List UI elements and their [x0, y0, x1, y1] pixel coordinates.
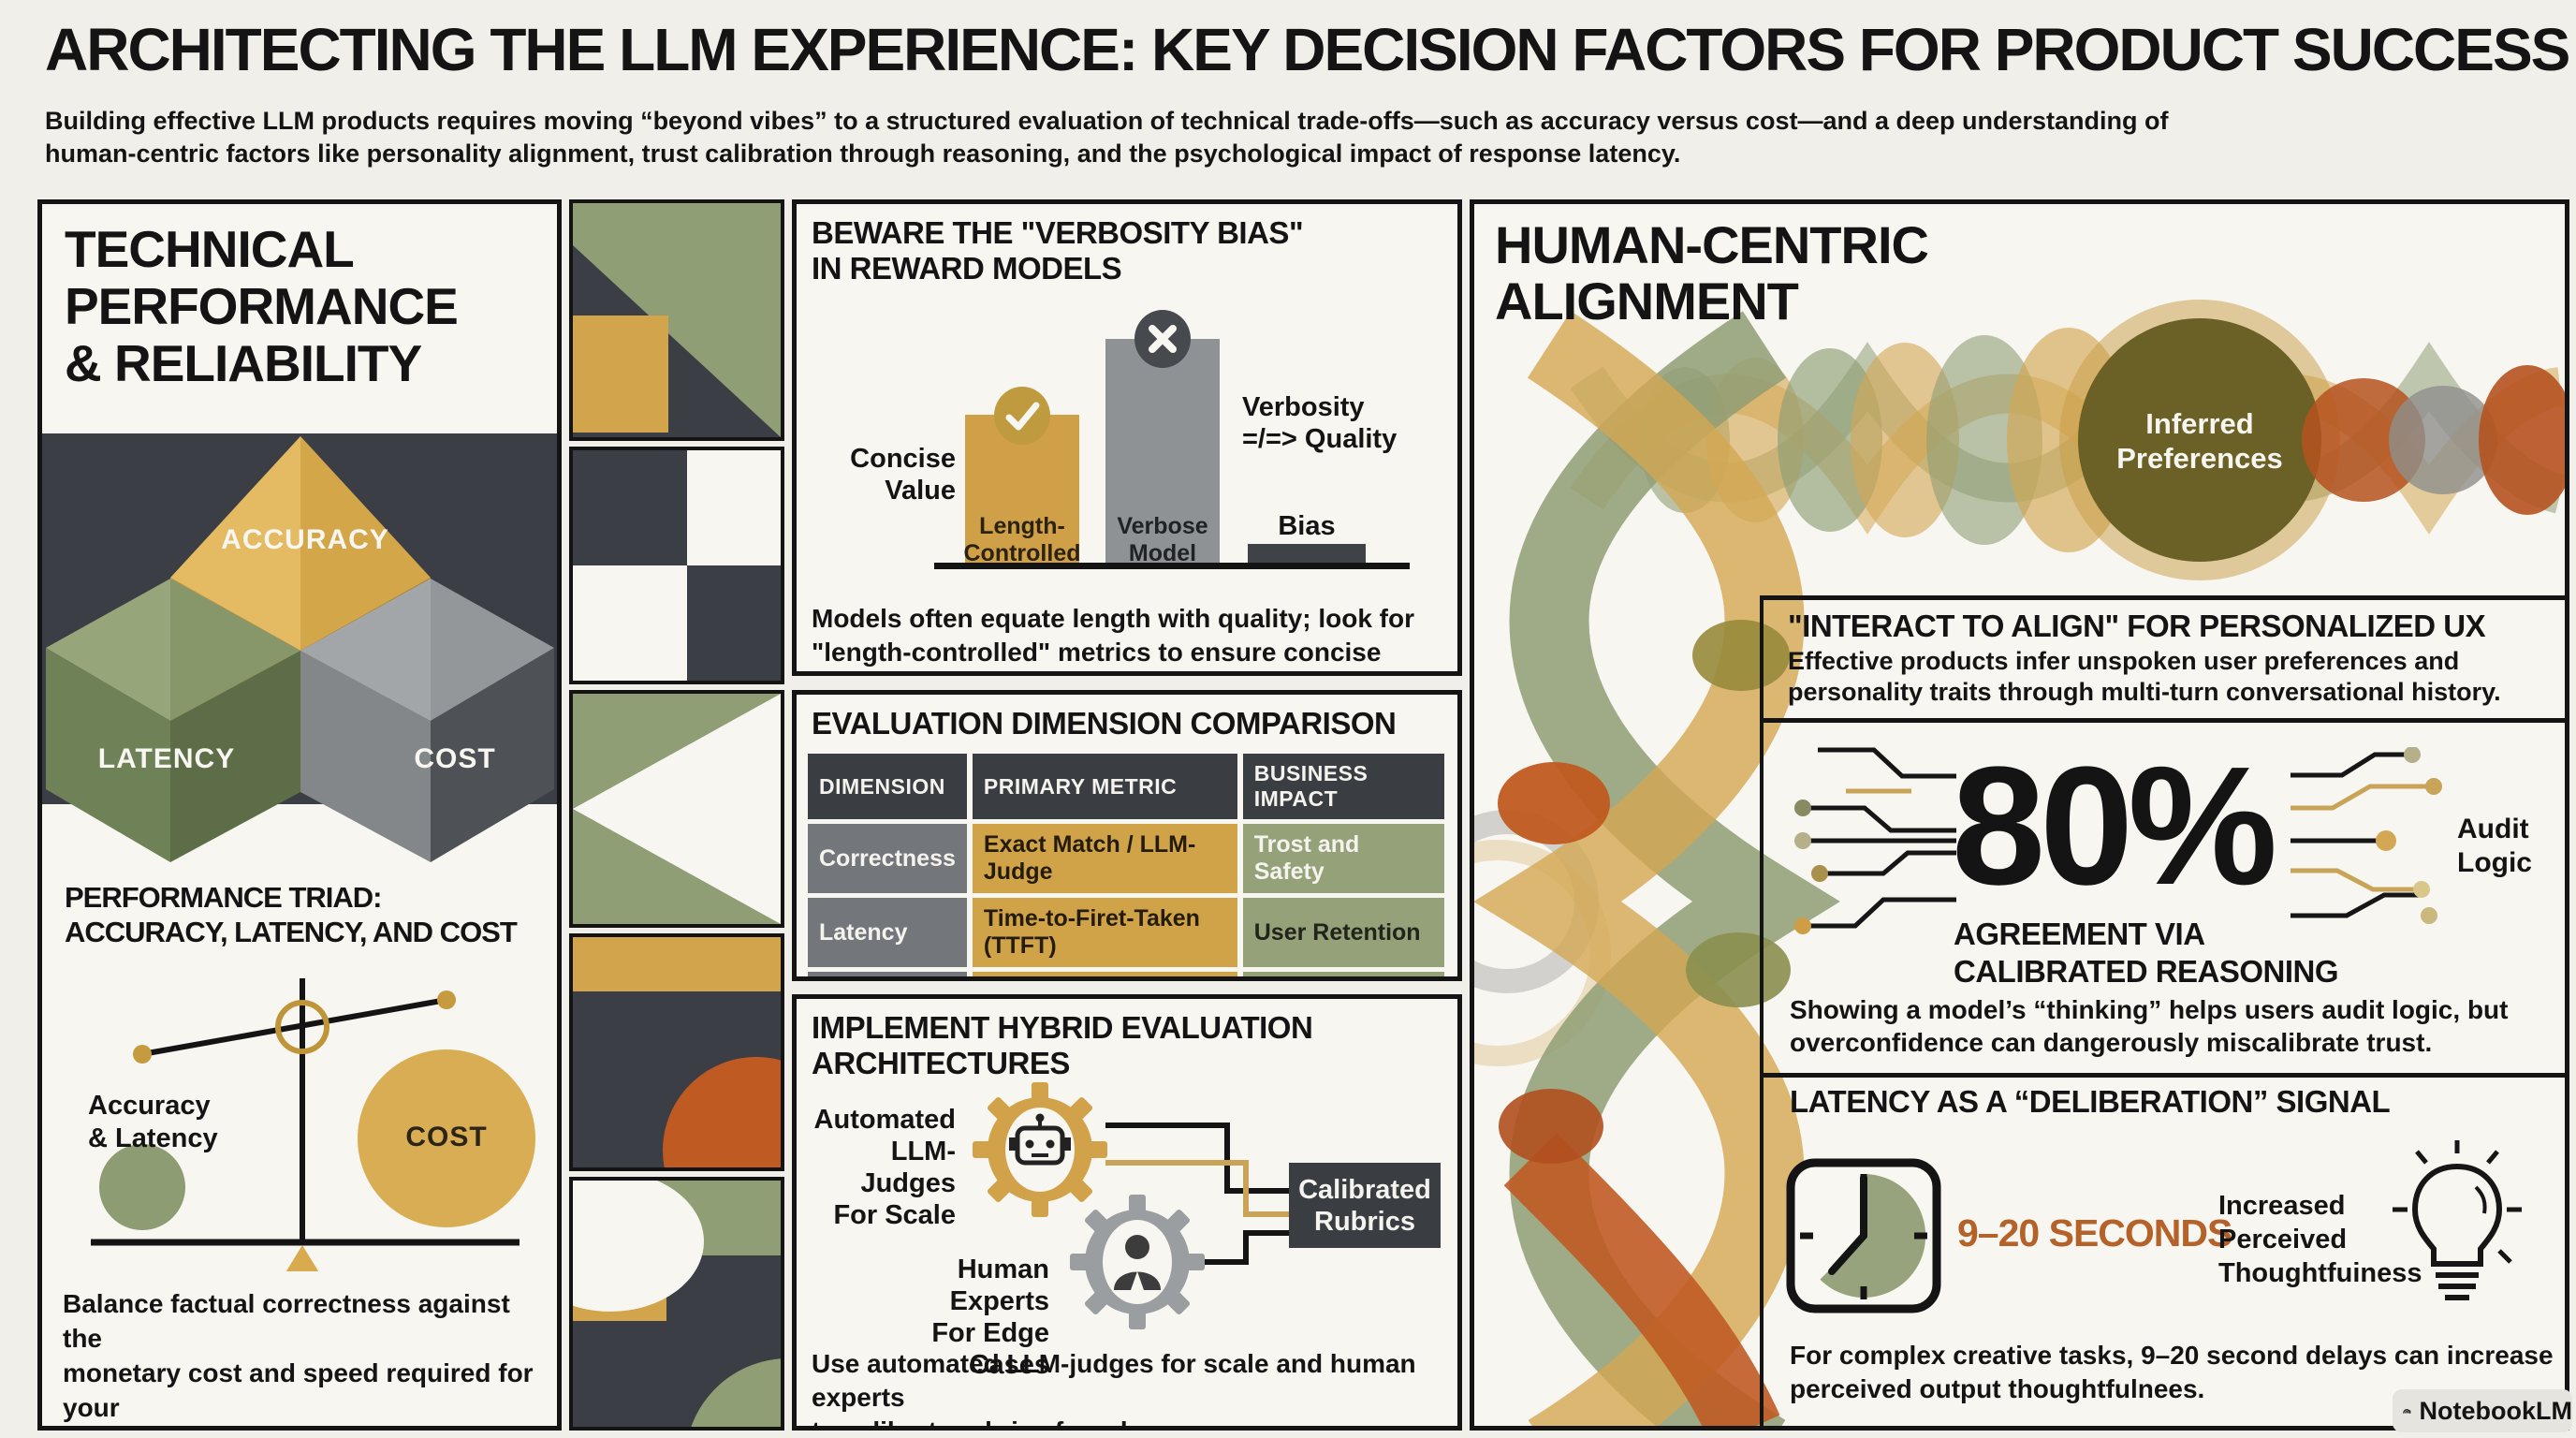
technical-performance-panel: TECHNICAL PERFORMANCE & RELIABILITY ACCU… — [37, 199, 562, 1431]
agreement-label: AGREEMENT VIA CALIBRATED REASONING — [1954, 917, 2339, 989]
interact-body: Effective products infer unspoken user p… — [1788, 647, 2501, 706]
lightbulb-icon — [2393, 1140, 2522, 1300]
page-subtitle-line2: human-centric factors like personality a… — [45, 139, 1681, 168]
latency-effect-label: Increased Perceived Thoughtfuiness — [2218, 1191, 2422, 1288]
x-icon — [1134, 310, 1191, 368]
calibrated-rubrics-box: Calibrated Rubrics — [1289, 1163, 1441, 1248]
header-business-impact: BUSINESS IMPACT — [1242, 754, 1444, 819]
decorative-tile-2 — [569, 447, 784, 684]
cube-label-cost: COST — [414, 743, 496, 774]
notebooklm-logo-icon — [2403, 1409, 2411, 1414]
table-header-row: DIMENSION PRIMARY METRIC BUSINESS IMPACT — [808, 754, 1444, 819]
bar-verbose-model — [1105, 339, 1220, 565]
watermark-label: NotebookLM — [2419, 1396, 2572, 1425]
scale-right-label: COST — [405, 1122, 488, 1152]
right-panel-title: HUMAN-CENTRIC ALIGNMENT — [1495, 215, 1929, 330]
balance-scale-graphic — [91, 978, 535, 1271]
human-centric-panel: HUMAN-CENTRIC ALIGNMENT Inferred Prefere… — [1470, 199, 2569, 1431]
clock-icon — [1786, 1158, 1941, 1313]
helix-graphic — [1474, 300, 2565, 1426]
page-subtitle-line1: Building effective LLM products requires… — [45, 107, 2169, 135]
human-experts-label: Human Experts For Edge Cases — [931, 1255, 1049, 1380]
verbosity-bar-chart: Concise Value Length- Controlled Verbose… — [797, 288, 1457, 597]
notebooklm-watermark: NotebookLM — [2393, 1389, 2572, 1432]
length-controlled-label: Length- Controlled — [963, 513, 1081, 566]
human-gear-icon — [1070, 1195, 1205, 1329]
page-title: ARCHITECTING THE LLM EXPERIENCE: KEY DEC… — [45, 16, 2570, 83]
latency-caption: For complex creative tasks, 9–20 second … — [1790, 1341, 2554, 1403]
verbosity-bias-box: BEWARE THE "VERBOSITY BIAS" IN REWARD MO… — [792, 199, 1462, 676]
scale-left-label: Accuracy & Latency — [88, 1091, 218, 1153]
agreement-value: 80% — [1952, 732, 2277, 920]
cube-label-latency: LATENCY — [97, 743, 236, 774]
bias-label: Bias — [1278, 511, 1336, 541]
table-row: Latency Time-to-Firet-Taken (TTFT) User … — [808, 898, 1444, 967]
section-divider-1 — [1760, 718, 2565, 723]
decorative-tile-1 — [569, 199, 784, 441]
verbosity-caption: Models often equate length with quality;… — [812, 604, 1414, 667]
evaluation-table-title: EVALUATION DIMENSION COMPARISON — [812, 706, 1397, 741]
left-panel-title: TECHNICAL PERFORMANCE & RELIABILITY — [65, 220, 459, 392]
chart-baseline — [934, 563, 1410, 569]
latency-heading: LATENCY AS A “DELIBERATION” SIGNAL — [1790, 1084, 2391, 1119]
audit-logic-label: Audit Logic — [2457, 814, 2532, 878]
header-dimension: DIMENSION — [808, 754, 967, 819]
bar-bias — [1248, 543, 1366, 565]
robot-gear-icon — [973, 1082, 1107, 1217]
hybrid-caption: Use automated LLM-judges for scale and h… — [812, 1349, 1416, 1426]
hybrid-title: IMPLEMENT HYBRID EVALUATION ARCHITECTURE… — [812, 1010, 1313, 1080]
verbosity-title: BEWARE THE "VERBOSITY BIAS" IN REWARD MO… — [812, 215, 1304, 286]
hybrid-connectors — [1105, 1123, 1289, 1265]
content-column-divider — [1760, 595, 1764, 1426]
circuit-icon-left — [1794, 747, 1956, 934]
header-primary-metric: PRIMARY METRIC — [972, 754, 1237, 819]
performance-triad-heading: PERFORMANCE TRIAD: ACCURACY, LATENCY, AN… — [65, 881, 518, 948]
hybrid-evaluation-box: IMPLEMENT HYBRID EVALUATION ARCHITECTURE… — [792, 994, 1462, 1431]
circuit-icon-right — [2291, 747, 2442, 924]
decorative-tile-5 — [569, 1177, 784, 1431]
interact-heading: "INTERACT TO ALIGN" FOR PERSONALIZED UX — [1788, 609, 2486, 643]
performance-triad-cubes-graphic — [46, 436, 554, 862]
table-row: Cost Price per 1M Tokens Unit Economics — [808, 972, 1444, 976]
concise-value-label: Concise Value — [850, 444, 956, 506]
verbose-model-label: Verbose Model — [1117, 513, 1208, 566]
evaluation-comparison-box: EVALUATION DIMENSION COMPARISON DIMENSIO… — [792, 690, 1462, 981]
verbosity-quality-label: Verbosity =/=> Quality — [1242, 392, 1398, 454]
triad-caption: Balance factual correctness against the … — [63, 1289, 534, 1422]
evaluation-table: DIMENSION PRIMARY METRIC BUSINESS IMPACT… — [802, 749, 1450, 976]
check-icon — [994, 387, 1050, 445]
section-divider-top — [1760, 595, 2565, 600]
agreement-caption: Showing a model’s “thinking” helps users… — [1790, 995, 2509, 1057]
decorative-tile-4 — [569, 933, 784, 1171]
table-row: Correctness Exact Match / LLM-Judge Tros… — [808, 824, 1444, 893]
cube-label-accuracy: ACCURACY — [221, 524, 389, 555]
decorative-tile-3 — [569, 690, 784, 928]
automated-judges-label: Automated LLM-Judges For Scale — [813, 1105, 956, 1230]
latency-duration: 9–20 SECONDS — [1957, 1211, 2232, 1255]
section-divider-2 — [1760, 1073, 2565, 1078]
inferred-preferences-label: Inferred Preferences — [2116, 407, 2283, 475]
